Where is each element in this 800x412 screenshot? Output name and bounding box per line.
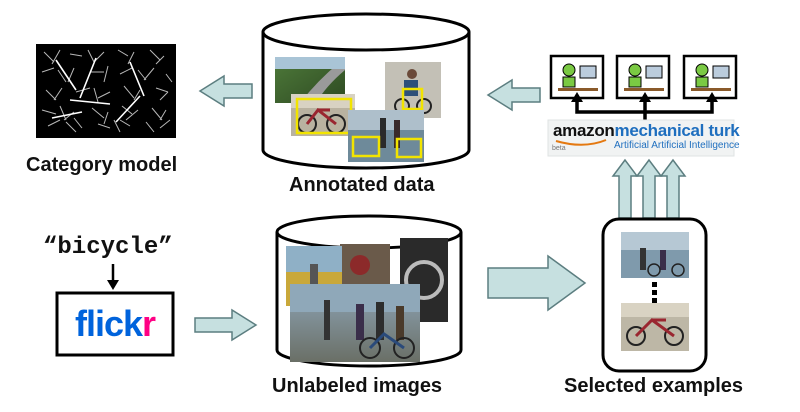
annotated-data-label: Annotated data — [289, 174, 435, 196]
category-model-label: Category model — [26, 154, 178, 176]
query-down-arrow — [107, 264, 119, 290]
category-model-template — [36, 44, 176, 138]
query-text: “bicycle” — [43, 234, 173, 261]
selected-photo-1 — [621, 232, 689, 278]
flickr-logo: flickr — [64, 300, 166, 348]
arrow-flickr-to-unlabeled — [194, 308, 258, 342]
amazon-beta-tag: beta — [552, 145, 566, 152]
unlabeled-photo-main — [290, 284, 420, 362]
amazon-word: amazon — [553, 121, 615, 140]
annotated-photo-rider — [385, 62, 441, 118]
flickr-logo-blue: flick — [74, 303, 143, 344]
upward-arrows — [611, 158, 687, 219]
turk-arrowheads — [571, 92, 718, 102]
turk-worker-3 — [682, 54, 738, 100]
arrow-turk-to-annotated — [486, 78, 541, 112]
unlabeled-images-label: Unlabeled images — [272, 375, 443, 397]
turk-worker-1 — [549, 54, 605, 100]
flickr-logo-pink: r — [142, 303, 156, 344]
selected-examples-label: Selected examples — [564, 375, 743, 397]
amazon-tagline: Artificial Artificial Intelligence — [614, 140, 740, 151]
amazon-mturk-wordmark: amazonmechanical turk — [553, 121, 740, 141]
arrow-annotated-to-model — [198, 74, 253, 108]
flickr-box — [55, 291, 175, 357]
annotated-photo-street — [348, 110, 424, 162]
turk-worker-2 — [615, 54, 671, 100]
arrow-unlabeled-to-selected — [487, 254, 587, 312]
annotated-photo-bike-side — [291, 94, 355, 136]
selected-photo-2 — [621, 303, 689, 351]
mechanical-turk-word: mechanical turk — [614, 121, 740, 140]
selected-ellipsis-dots — [652, 282, 657, 303]
amazon-mturk-logo — [547, 119, 735, 157]
